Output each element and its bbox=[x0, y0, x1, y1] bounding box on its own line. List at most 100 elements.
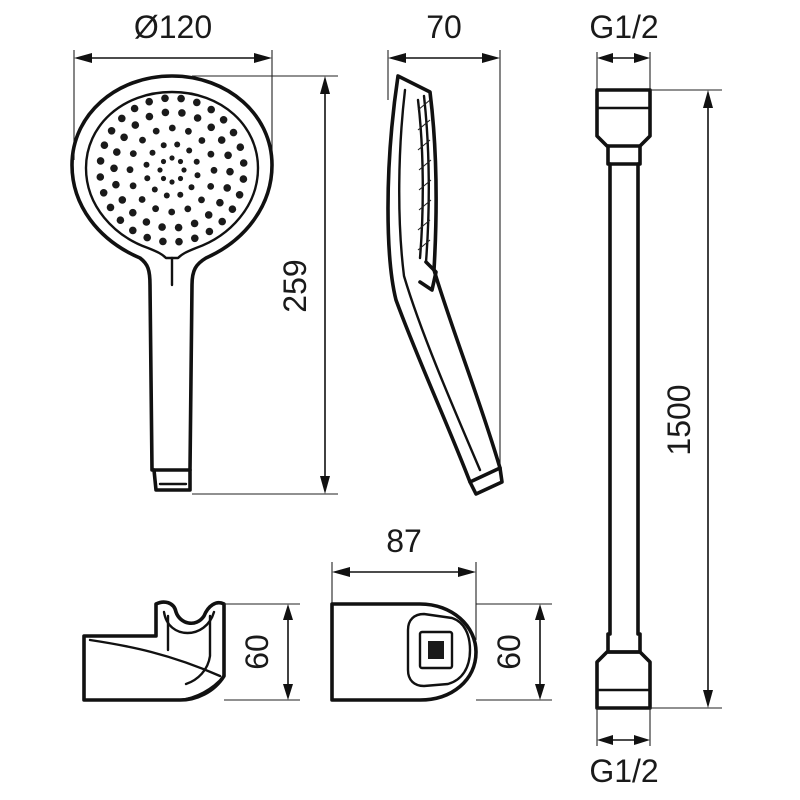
holder-depth-label: 87 bbox=[386, 523, 422, 559]
nozzle-dot bbox=[142, 218, 151, 226]
nozzle-dot bbox=[239, 159, 248, 167]
nozzle-dot bbox=[194, 172, 201, 179]
nozzle-dot bbox=[226, 167, 234, 176]
nozzle-dot bbox=[207, 150, 215, 158]
nozzle-dot bbox=[160, 158, 167, 165]
shower-head-side-view: 70 bbox=[386, 9, 504, 496]
nozzle-dot bbox=[120, 133, 128, 142]
head-face-outline bbox=[84, 90, 260, 260]
nozzle-dot bbox=[174, 141, 181, 148]
nozzle-dot bbox=[107, 127, 116, 135]
nozzle-dot bbox=[177, 158, 184, 165]
hose-bottom-nut bbox=[595, 650, 652, 710]
nozzle-dot bbox=[110, 164, 118, 173]
nozzle-dot bbox=[131, 121, 140, 129]
head-outline bbox=[70, 74, 274, 472]
shower-head-front-view: Ø120 bbox=[70, 9, 274, 492]
nozzle-dot bbox=[229, 128, 238, 137]
nozzle-dot bbox=[210, 166, 218, 174]
nozzle-dot bbox=[193, 98, 201, 107]
nozzle-dot bbox=[188, 184, 195, 191]
holder-side-outline bbox=[82, 600, 226, 702]
nozzle-dot bbox=[143, 233, 151, 242]
nozzle-dot bbox=[126, 166, 134, 174]
nozzle-dot bbox=[161, 108, 170, 117]
head-length-label: 259 bbox=[277, 259, 313, 312]
nozzle-dot bbox=[161, 94, 169, 103]
nozzle-dot bbox=[205, 227, 214, 236]
nozzle-dot bbox=[145, 97, 153, 106]
nozzle-dot bbox=[168, 208, 176, 216]
head-length-dimension: 259 bbox=[192, 75, 338, 495]
nozzle-pattern bbox=[96, 94, 248, 246]
nozzle-dot bbox=[216, 198, 224, 207]
nozzle-dot bbox=[224, 151, 232, 160]
nozzle-dot bbox=[186, 147, 193, 154]
nozzle-dot bbox=[138, 196, 146, 203]
nozzle-dot bbox=[99, 189, 108, 197]
nozzle-dot bbox=[169, 179, 175, 185]
nozzle-dot bbox=[239, 175, 248, 183]
nozzle-dot bbox=[152, 127, 160, 135]
nozzle-dot bbox=[228, 205, 237, 213]
hose-thread-bottom-label: G1/2 bbox=[589, 753, 658, 789]
holder-front-height-label: 60 bbox=[491, 634, 527, 670]
diameter-dimension-line bbox=[74, 53, 272, 63]
nozzle-dot bbox=[151, 186, 158, 193]
nozzle-dot bbox=[106, 203, 115, 212]
nozzle-dot bbox=[139, 136, 146, 144]
nozzle-dot bbox=[175, 237, 183, 246]
nozzle-dot bbox=[181, 167, 187, 173]
nozzle-dot bbox=[152, 205, 160, 213]
nozzle-dot bbox=[100, 141, 109, 149]
nozzle-dot bbox=[193, 114, 202, 122]
nozzle-dot bbox=[177, 94, 185, 103]
holder-front-view: 87 60 bbox=[330, 523, 552, 702]
nozzle-dot bbox=[198, 196, 205, 204]
nozzle-dot bbox=[157, 167, 163, 173]
nozzle-dot bbox=[207, 183, 215, 190]
nozzle-dot bbox=[130, 104, 139, 113]
nozzle-dot bbox=[129, 150, 137, 158]
depth-dimension-line bbox=[388, 53, 500, 63]
nozzle-dot bbox=[112, 180, 120, 189]
nozzle-dot bbox=[223, 184, 231, 192]
nozzle-dot bbox=[217, 136, 226, 144]
nozzle-dot bbox=[235, 191, 244, 199]
hose: G1/2 G1/2 1500 bbox=[589, 9, 722, 789]
nozzle-dot bbox=[129, 208, 137, 217]
nozzle-dot bbox=[168, 124, 176, 132]
nozzle-dot bbox=[163, 192, 170, 199]
nozzle-dot bbox=[190, 219, 199, 228]
nozzle-dot bbox=[218, 217, 226, 226]
holder-side-height-label: 60 bbox=[239, 634, 275, 670]
nozzle-dot bbox=[184, 205, 192, 213]
nozzle-dot bbox=[144, 175, 151, 182]
holder-front-outline bbox=[330, 602, 478, 702]
head-diameter-label: Ø120 bbox=[134, 9, 212, 45]
nozzle-dot bbox=[160, 175, 167, 182]
nozzle-dot bbox=[118, 196, 127, 204]
nozzle-dot bbox=[96, 173, 105, 181]
hose-thread-top-label: G1/2 bbox=[589, 9, 658, 45]
nozzle-dot bbox=[169, 155, 175, 161]
nozzle-dot bbox=[191, 234, 199, 243]
nozzle-dot bbox=[149, 149, 156, 156]
nozzle-dot bbox=[129, 226, 137, 235]
hose-length-label: 1500 bbox=[661, 384, 697, 455]
nozzle-dot bbox=[160, 142, 167, 149]
nozzle-dot bbox=[178, 109, 186, 117]
nozzle-dot bbox=[198, 137, 206, 144]
nozzle-dot bbox=[207, 123, 215, 132]
nozzle-dot bbox=[96, 157, 105, 165]
nozzle-dot bbox=[116, 216, 125, 224]
nozzle-dot bbox=[236, 143, 245, 151]
handle-connector bbox=[152, 468, 192, 492]
nozzle-dot bbox=[145, 112, 154, 121]
nozzle-dot bbox=[185, 127, 192, 135]
nozzle-dot bbox=[118, 114, 126, 123]
nozzle-dot bbox=[143, 161, 150, 168]
head-depth-label: 70 bbox=[426, 9, 462, 45]
nozzle-dot bbox=[129, 182, 137, 190]
